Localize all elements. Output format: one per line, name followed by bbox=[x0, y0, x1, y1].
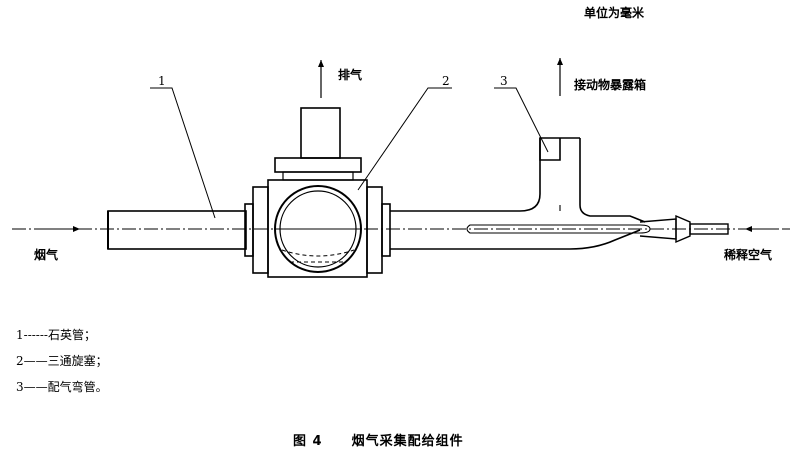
exhaust-label: 排气 bbox=[338, 68, 363, 82]
smoke-in-label: 烟气 bbox=[34, 248, 59, 262]
dilution-air-label: 稀释空气 bbox=[724, 248, 773, 262]
quartz-tube bbox=[107, 210, 247, 250]
legend-text: 配气弯管。 bbox=[47, 380, 108, 394]
callout-3: 3 bbox=[500, 74, 508, 88]
legend-dash: —— bbox=[23, 380, 48, 394]
legend-dash: ------ bbox=[23, 328, 48, 342]
legend-text: 石英管； bbox=[47, 328, 96, 342]
callout-2: 2 bbox=[442, 74, 450, 88]
legend-item: 1------石英管； bbox=[16, 328, 96, 342]
figure-title: 烟气采集配给组件 bbox=[351, 434, 464, 449]
right-flange bbox=[366, 186, 391, 274]
distribution-bent-tube bbox=[390, 137, 729, 250]
left-flange bbox=[244, 186, 269, 274]
callout-1: 1 bbox=[158, 74, 166, 88]
legend-item: 2——三通旋塞； bbox=[16, 354, 108, 368]
unit-note: 单位为毫米 bbox=[584, 6, 645, 20]
figure-number: 图 4 bbox=[293, 434, 323, 449]
legend-item: 3——配气弯管。 bbox=[16, 380, 108, 394]
legend-dash: —— bbox=[23, 354, 48, 368]
callout-2-leader bbox=[357, 87, 452, 191]
legend-num: 2 bbox=[16, 354, 24, 368]
exposure-box-label: 接动物暴露箱 bbox=[574, 78, 647, 92]
three-way-stopcock bbox=[267, 107, 368, 278]
legend-num: 3 bbox=[16, 380, 24, 394]
legend-text: 三通旋塞； bbox=[47, 354, 108, 368]
legend-num: 1 bbox=[16, 328, 24, 342]
callout-3-leader bbox=[494, 87, 549, 153]
callout-1-leader bbox=[150, 87, 216, 219]
figure-caption: 图 4 烟气采集配给组件 bbox=[293, 430, 464, 449]
